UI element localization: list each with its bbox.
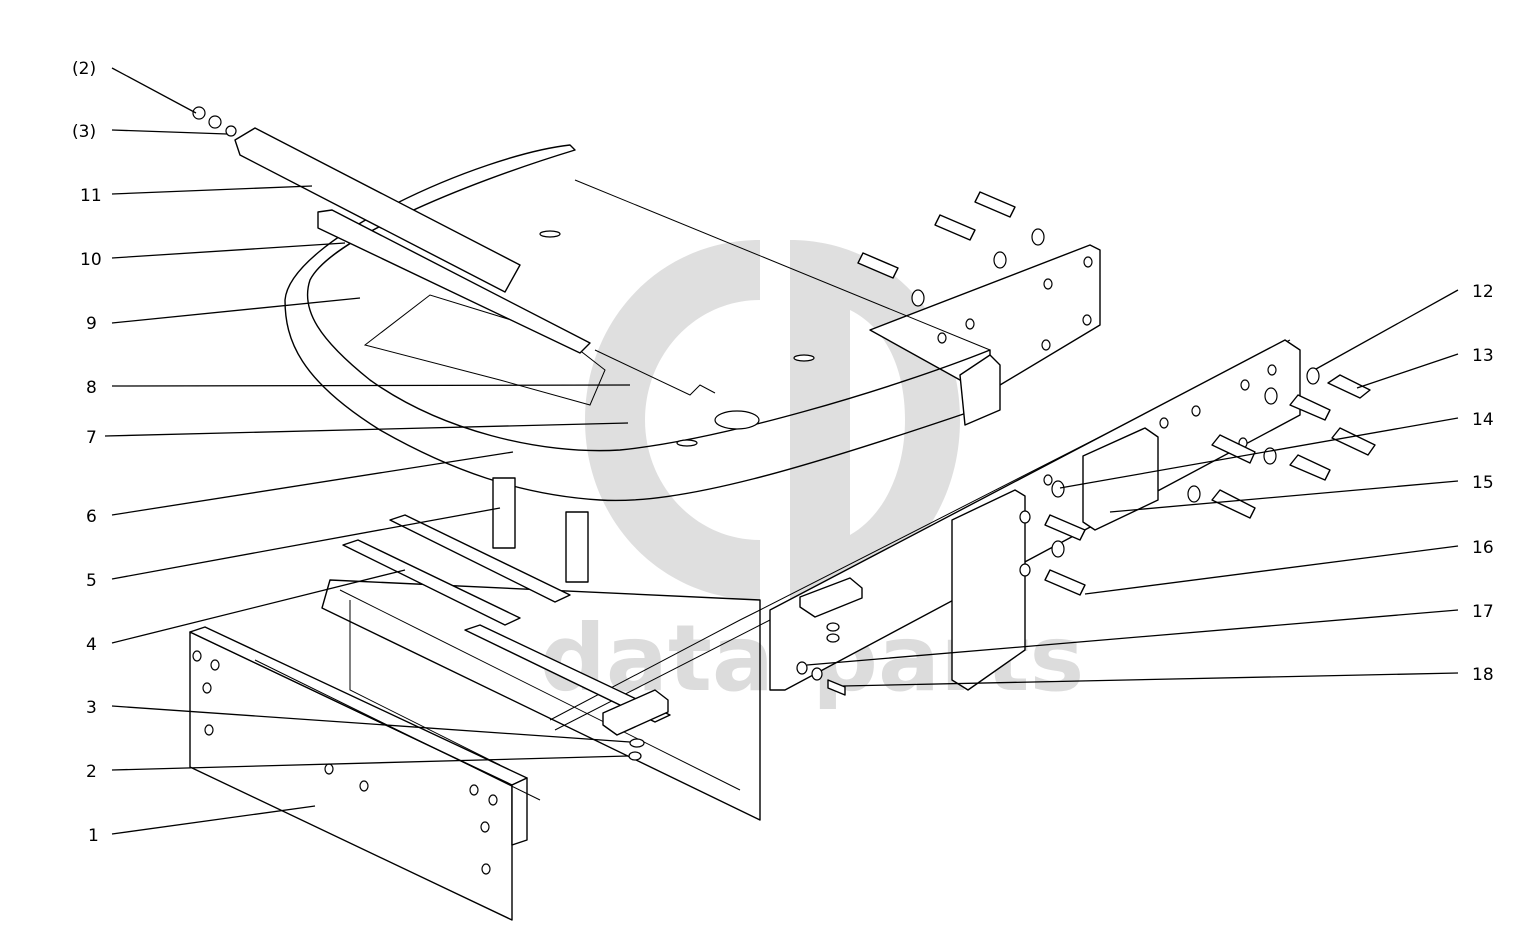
callout-label: 17 <box>1472 602 1494 622</box>
callout-label: 14 <box>1472 410 1494 430</box>
callout-label: 11 <box>80 186 102 206</box>
callout-label: 3 <box>86 698 97 718</box>
callout-labels-right: 12 13 14 15 16 17 18 <box>1472 282 1494 685</box>
callout-label: 7 <box>86 428 97 448</box>
callout-label: 13 <box>1472 346 1494 366</box>
leader-9 <box>111 297 361 324</box>
callout-label: 15 <box>1472 473 1494 493</box>
strip-4a <box>389 514 571 603</box>
callout-label: (3) <box>72 122 96 142</box>
callout-label: 9 <box>86 314 97 334</box>
front-plate-side <box>511 777 528 846</box>
leader-12 <box>1315 289 1459 370</box>
right-long-rail <box>769 339 1301 691</box>
rear-upper-plate-holes <box>937 256 1093 351</box>
watermark-logo <box>585 240 960 600</box>
leader-7 <box>104 422 629 437</box>
leader-18 <box>842 672 1459 687</box>
bar-10 <box>317 209 591 354</box>
callout-label: 16 <box>1472 538 1494 558</box>
block-5b <box>565 511 589 583</box>
leader-11 <box>111 185 313 195</box>
leader-1 <box>111 805 316 835</box>
block-5a <box>492 477 516 549</box>
callout-label: 2 <box>86 762 97 782</box>
callout-label: (2) <box>72 59 96 79</box>
callout-label: 1 <box>88 826 99 846</box>
rear-plate-block <box>1082 427 1159 531</box>
leader-p3-paren <box>111 129 228 135</box>
leader-10 <box>111 242 346 259</box>
channel-left <box>602 689 669 736</box>
callout-label: 12 <box>1472 282 1494 302</box>
leader-14 <box>1059 417 1459 489</box>
leader-8 <box>111 384 631 387</box>
leader-p2-paren <box>111 67 197 114</box>
leader-3 <box>111 705 631 743</box>
leader-4 <box>111 569 406 644</box>
callout-label: 6 <box>86 507 97 527</box>
platform-end <box>959 354 1001 426</box>
leader-16 <box>1084 545 1459 595</box>
callout-label: 10 <box>80 250 102 270</box>
washers <box>192 106 1320 761</box>
leader-13 <box>1356 353 1459 389</box>
callout-label: 4 <box>86 635 97 655</box>
assembly-drawing <box>189 106 1376 921</box>
bar-11 <box>234 127 521 293</box>
channel-right <box>799 577 863 618</box>
leader-15 <box>1109 480 1459 513</box>
strip-4b <box>342 539 521 626</box>
leader-5 <box>111 507 501 580</box>
bolt-18 <box>827 679 846 696</box>
platform-center-hole <box>714 410 760 430</box>
rear-bracket <box>951 489 1026 691</box>
strip-lower <box>464 624 671 723</box>
leader-17 <box>806 609 1459 666</box>
callout-label: 5 <box>86 571 97 591</box>
leader-lines <box>104 67 1459 835</box>
callout-label: 18 <box>1472 665 1494 685</box>
front-plate-holes <box>192 650 498 875</box>
leader-2 <box>111 755 629 771</box>
callout-label: 8 <box>86 378 97 398</box>
right-rail-holes <box>1043 364 1277 486</box>
leader-6 <box>111 451 514 516</box>
callout-labels-left: (2) (3) 11 10 9 8 7 6 5 4 3 2 1 <box>72 59 102 846</box>
